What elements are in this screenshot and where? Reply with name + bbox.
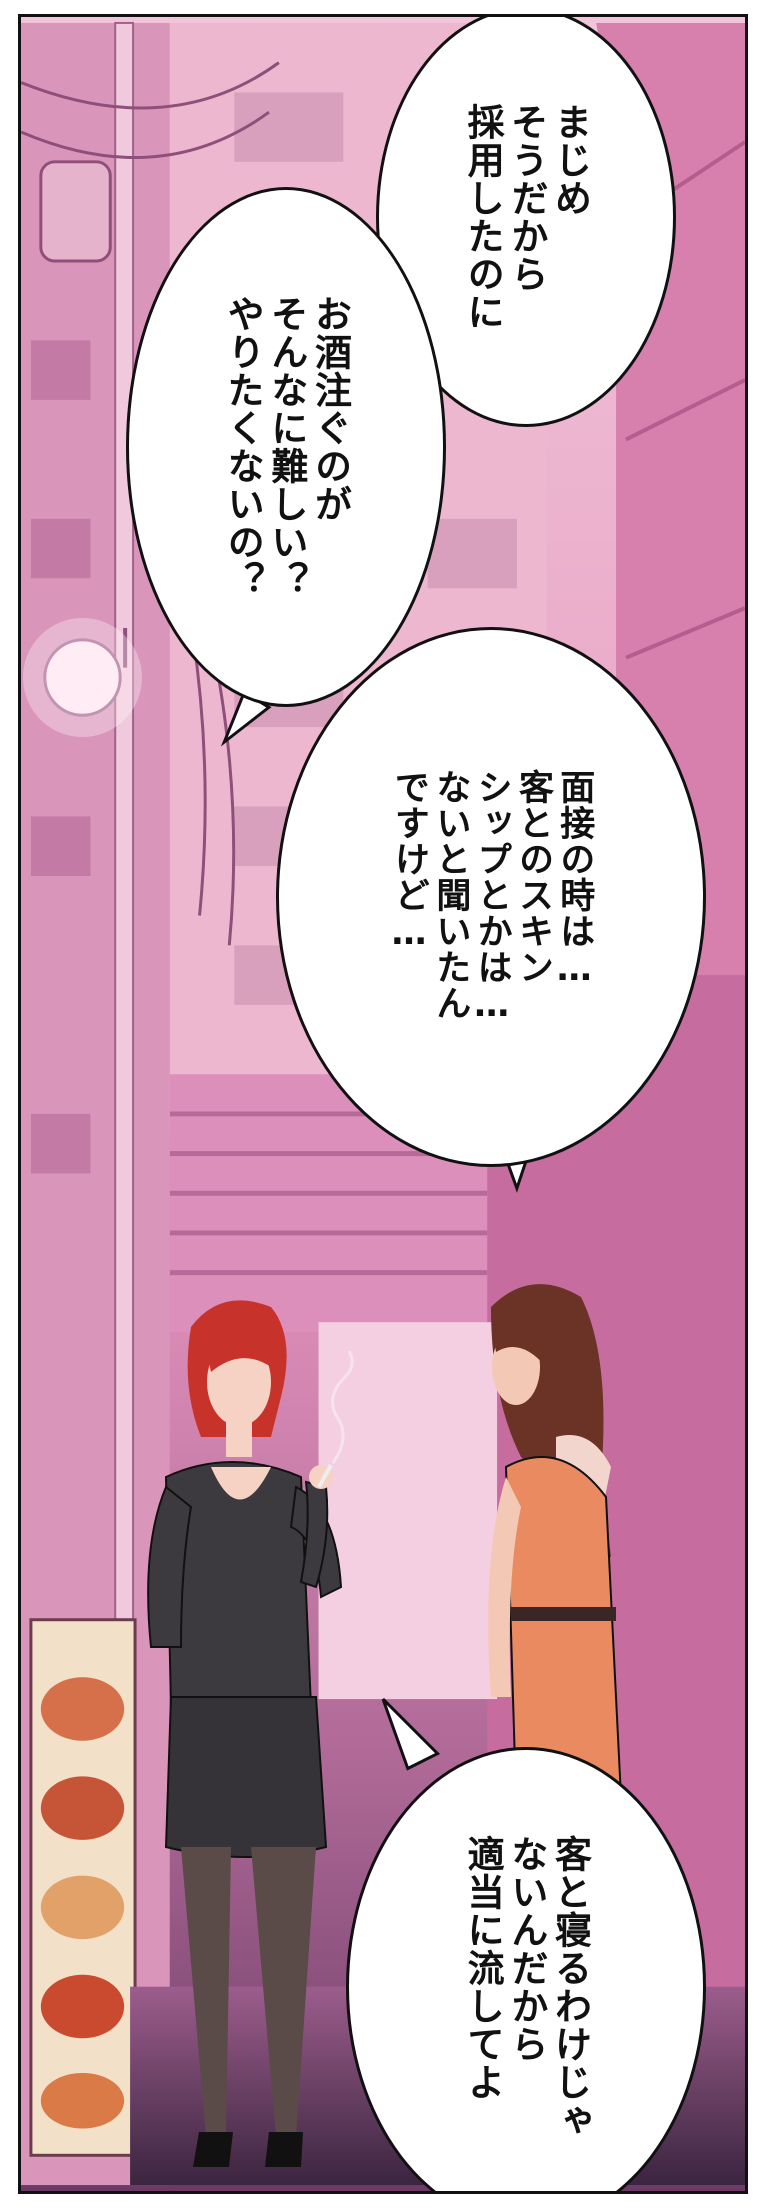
speech-text-4: 客と寝るわけじゃ ないんだから 適当に流してよ <box>461 1835 592 2139</box>
cigarette-icon <box>317 1350 354 1488</box>
transformer <box>39 160 112 263</box>
red-haired-woman <box>147 1300 343 2167</box>
comic-panel: まじめ そうだから 採用したのに お酒注ぐのが そんなに難しい？ やりたくないの… <box>18 14 748 2194</box>
speech-bubble-2: お酒注ぐのが そんなに難しい？ やりたくないの？ <box>126 187 446 707</box>
doorway <box>318 1322 498 1700</box>
street-lamp-icon <box>22 618 142 738</box>
speech-text-1: まじめ そうだから 採用したのに <box>461 103 592 331</box>
speech-text-2: お酒注ぐのが そんなに難しい？ やりたくないの？ <box>221 295 352 599</box>
food-signboard <box>29 1618 137 2157</box>
speech-text-3: 面接の時は… 客とのスキン シップとかは… ないと聞いたん ですけど… <box>389 768 595 1026</box>
speech-bubble-4: 客と寝るわけじゃ ないんだから 適当に流してよ <box>346 1747 706 2191</box>
speech-bubble-3: 面接の時は… 客とのスキン シップとかは… ないと聞いたん ですけど… <box>276 627 706 1167</box>
left-windows <box>30 340 91 1174</box>
